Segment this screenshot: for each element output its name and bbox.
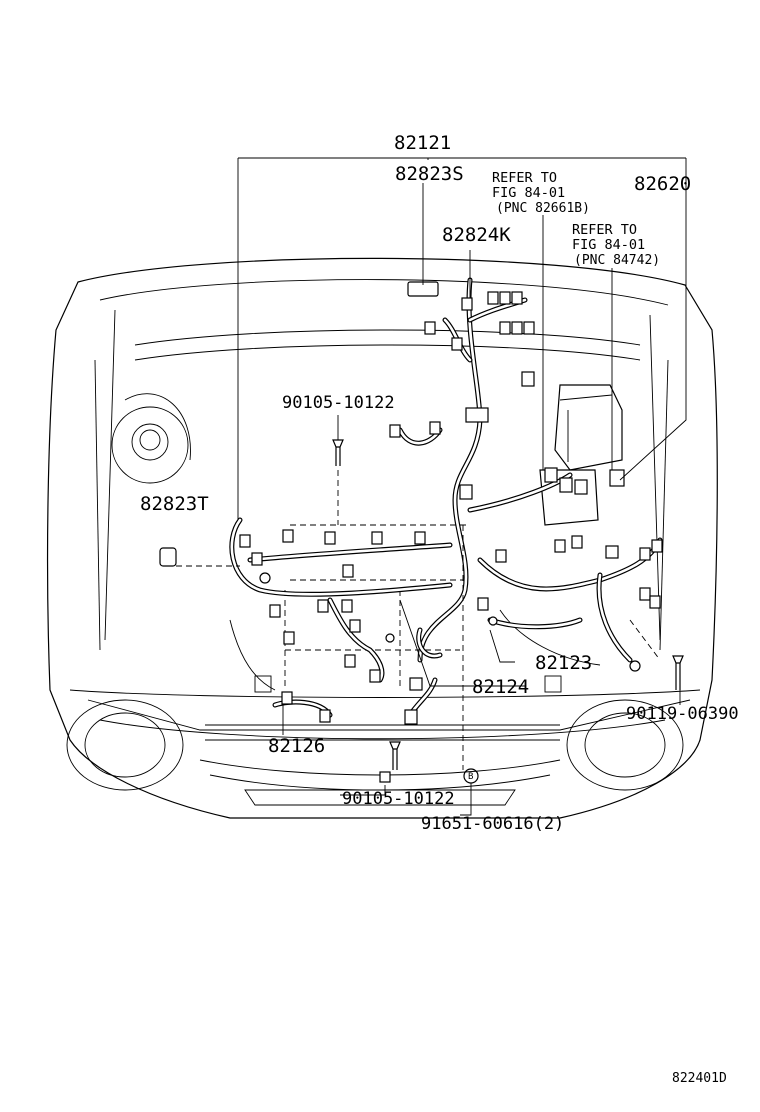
label-82823s: 82823S (395, 163, 464, 185)
label-82124: 82124 (472, 676, 529, 698)
refer-note-1-line3: (PNC 82661B) (496, 201, 590, 216)
refer-note-2-line2: FIG 84-01 (572, 237, 645, 253)
connectors (159, 281, 684, 784)
callout-labels: 82121 82823S 82824K 82620 REFER TO FIG 8… (140, 132, 739, 1086)
figure-code: 822401D (672, 1071, 727, 1086)
label-90119-06390: 90119-06390 (626, 704, 739, 724)
label-82123: 82123 (535, 652, 592, 674)
label-91651-60616: 91651-60616(2) (421, 814, 564, 834)
label-82823t: 82823T (140, 493, 209, 515)
label-82620: 82620 (634, 173, 691, 195)
wire-harness (229, 277, 663, 718)
label-82824k: 82824K (442, 224, 511, 246)
refer-note-2-line1: REFER TO (572, 222, 637, 238)
label-90105-10122-top: 90105-10122 (282, 393, 395, 413)
refer-note-1-line2: FIG 84-01 (492, 185, 565, 201)
refer-note-2-line3: (PNC 84742) (574, 253, 660, 268)
refer-note-1-line1: REFER TO (492, 170, 557, 186)
leader-lines (176, 157, 687, 816)
marker-b: B (468, 772, 473, 782)
label-82126: 82126 (268, 735, 325, 757)
label-82121: 82121 (394, 132, 451, 154)
label-90105-10122-bottom: 90105-10122 (342, 789, 455, 809)
